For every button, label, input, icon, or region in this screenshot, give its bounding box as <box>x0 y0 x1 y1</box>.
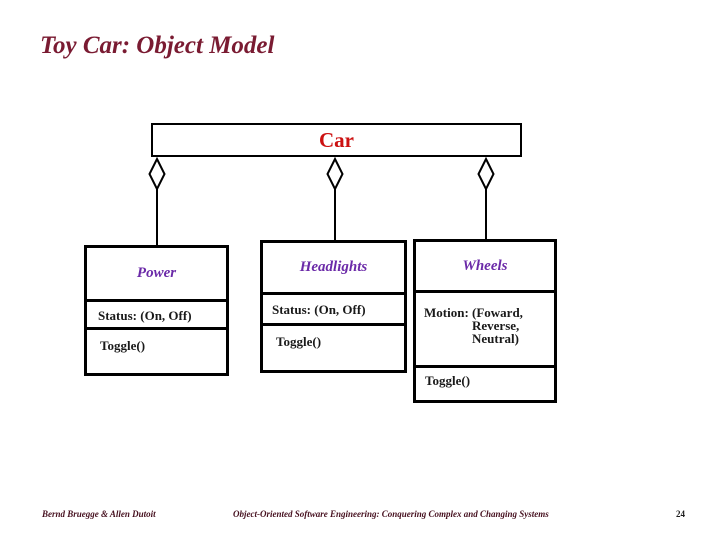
attribute-text-line: Reverse, <box>472 318 520 333</box>
method-compartment: Toggle() <box>87 327 226 373</box>
class-name-car: Car <box>319 127 354 152</box>
slide-title: Toy Car: Object Model <box>40 32 275 59</box>
attribute-text-line: Motion: (Foward, <box>424 305 523 320</box>
class-name-power: Power <box>136 265 177 281</box>
class-header: Power <box>87 248 226 299</box>
attribute-compartment: Motion: (Foward, Reverse, Neutral) <box>416 290 554 365</box>
class-header: Wheels <box>416 242 554 290</box>
method-compartment: Toggle() <box>416 365 554 400</box>
footer-authors: Bernd Bruegge & Allen Dutoit <box>42 509 156 519</box>
footer-book-title: Object-Oriented Software Engineering: Co… <box>233 509 549 519</box>
class-name-headlights: Headlights <box>299 259 368 275</box>
footer-page-number: 24 <box>676 509 685 519</box>
method-compartment: Toggle() <box>263 323 404 370</box>
method-text: Toggle() <box>100 338 146 353</box>
aggregation-diamond-icon <box>326 156 344 241</box>
attribute-text-line: Neutral) <box>472 331 519 346</box>
class-box-power: Power Status: (On, Off) Toggle() <box>84 245 229 376</box>
class-box-car: Car <box>151 123 522 157</box>
class-box-headlights: Headlights Status: (On, Off) Toggle() <box>260 240 407 373</box>
class-box-wheels: Wheels Motion: (Foward, Reverse, Neutral… <box>413 239 557 403</box>
attribute-text: Status: (On, Off) <box>98 308 192 323</box>
class-header: Headlights <box>263 243 404 292</box>
attribute-compartment: Status: (On, Off) <box>87 299 226 327</box>
aggregation-diamond-icon <box>477 156 495 240</box>
attribute-text: Status: (On, Off) <box>272 302 366 317</box>
method-text: Toggle() <box>276 334 322 349</box>
method-text: Toggle() <box>425 373 471 388</box>
class-name-wheels: Wheels <box>462 257 508 274</box>
aggregation-diamond-icon <box>148 156 166 246</box>
attribute-compartment: Status: (On, Off) <box>263 292 404 323</box>
